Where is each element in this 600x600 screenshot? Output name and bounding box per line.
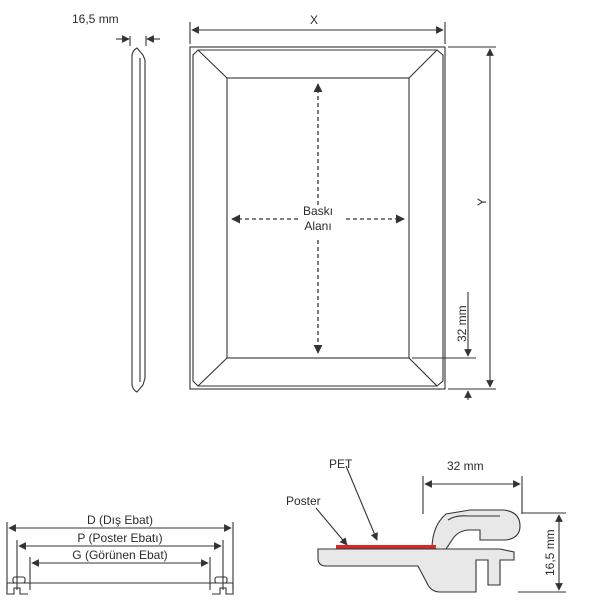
miter-bottom-left (197, 357, 228, 387)
poster-leader (315, 507, 348, 546)
frame-bevel-outline (192, 49, 444, 387)
poster-label: Poster (286, 494, 321, 508)
miter-top-left (197, 49, 228, 79)
mini-frame-left-clip (12, 576, 26, 584)
frame-outer-rect (189, 46, 446, 390)
mini-frame-left-profile (6, 583, 28, 595)
profile-snap-lid (431, 509, 521, 550)
profile-cross-section: PET Poster 32 mm 16,5 mm (286, 457, 566, 593)
outer-size-label: D (Dış Ebat) (87, 513, 153, 527)
profile-base-shape (317, 548, 515, 593)
miter-bottom-right (408, 357, 438, 387)
pet-leader (345, 465, 378, 541)
mini-frame-right-clip (214, 576, 228, 584)
side-profile-outline (131, 47, 146, 393)
print-area-rect (226, 77, 410, 359)
side-profile-view: 16,5 mm (72, 12, 160, 393)
pet-label: PET (329, 457, 353, 471)
side-depth-label: 16,5 mm (72, 12, 119, 26)
height-label: Y (475, 198, 489, 206)
section-width-label: 32 mm (447, 459, 484, 473)
size-dimensions-view: D (Dış Ebat) P (Poster Ebatı) G (Görünen… (6, 513, 234, 595)
print-area-label-2: Alanı (304, 219, 331, 233)
width-label: X (310, 13, 318, 27)
print-area-label-1: Baskı (303, 204, 333, 218)
pet-film (336, 545, 436, 549)
profile-lid-detail (447, 515, 500, 521)
poster-size-label: P (Poster Ebatı) (77, 531, 162, 545)
frame-width-label: 32 mm (455, 305, 469, 342)
frame-front-view: Baskı Alanı X Y 32 mm (189, 13, 496, 400)
mini-frame-right-profile (212, 583, 234, 595)
visible-size-label: G (Görünen Ebat) (72, 548, 167, 562)
miter-top-right (408, 49, 438, 79)
section-height-label: 16,5 mm (543, 529, 557, 576)
